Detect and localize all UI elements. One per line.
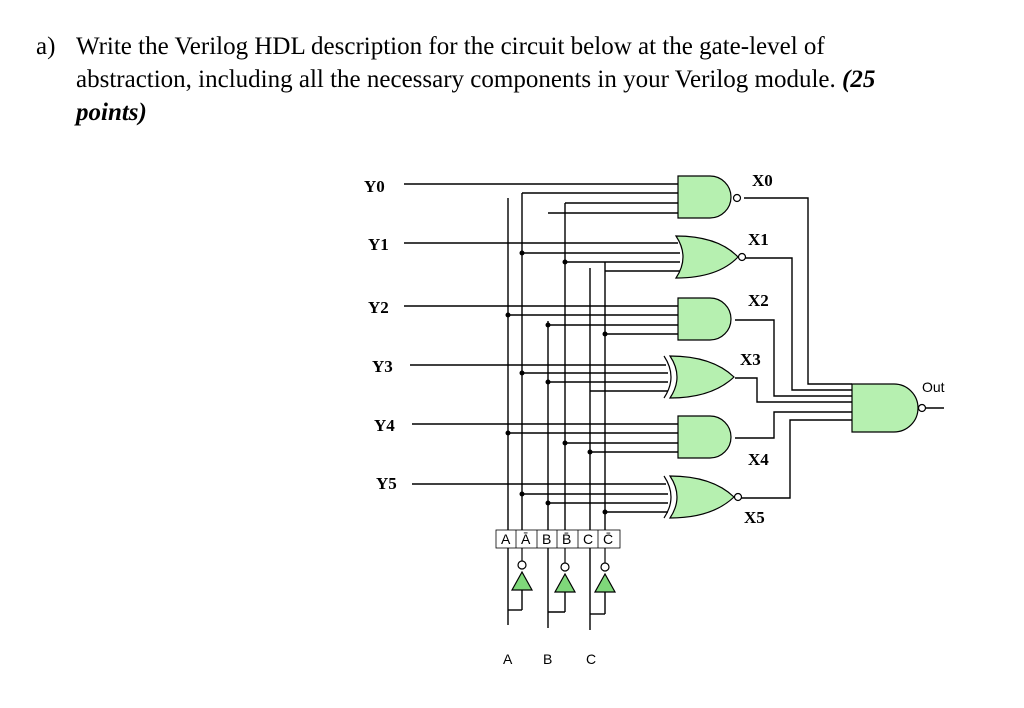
circuit-element [663, 355, 672, 519]
junction-dot [545, 500, 551, 506]
question-label: a) [36, 33, 56, 60]
inverter-c-bubble [600, 562, 610, 572]
junction-dot [505, 312, 511, 318]
xor-extra-curve-x3 [663, 355, 672, 399]
junction-dot [519, 370, 525, 376]
bus-label-b-bar: B̄ [562, 531, 571, 547]
gate-xnor-x5 [668, 475, 735, 519]
label-y2: Y2 [368, 298, 389, 317]
label-y5: Y5 [376, 474, 397, 493]
inversion-bubble-x0 [732, 193, 742, 203]
bus-label-c: C [583, 531, 593, 547]
gate-nand-x0 [677, 175, 732, 219]
xor-extra-curve-x5 [663, 475, 672, 519]
junction-dot [562, 259, 568, 265]
wire-x5 [735, 419, 852, 499]
bottom-label-a: A [503, 651, 513, 667]
gate-xor-x3 [668, 355, 735, 399]
wire-x4 [735, 411, 852, 439]
inverter-b [553, 572, 577, 593]
junction-dot [602, 509, 608, 515]
gate-nor-x1 [674, 235, 739, 279]
label-x5: X5 [744, 508, 765, 527]
bus-label-b: B [542, 531, 551, 547]
label-y0: Y0 [364, 177, 385, 196]
wire-x0 [744, 197, 852, 385]
junction-dot [587, 449, 593, 455]
inversion-bubble-x1 [737, 252, 747, 262]
inversion-bubble-x5 [733, 492, 743, 502]
question-body: Write the Verilog HDL description for th… [76, 30, 936, 129]
junction-dot [602, 331, 608, 337]
label-y4: Y4 [374, 416, 395, 435]
bottom-label-b: B [543, 651, 552, 667]
junction-dot [505, 430, 511, 436]
junction-dot [562, 440, 568, 446]
junction-dot [519, 250, 525, 256]
bus-label-c-bar: C̄ [603, 531, 613, 547]
label-y3: Y3 [372, 357, 393, 376]
gate-and-x4 [677, 415, 732, 459]
points-value: (25 points) [76, 66, 876, 126]
question-prompt: Write the Verilog HDL description for th… [76, 33, 836, 93]
junction-dot [545, 322, 551, 328]
inverter-c [593, 572, 617, 593]
circuit-element [668, 175, 919, 519]
gate-and-out [851, 383, 919, 433]
label-y1: Y1 [368, 235, 389, 254]
junction-dot [545, 379, 551, 385]
circuit-element: Out A Ā B B̄ C C̄ A B C [501, 379, 945, 667]
circuit-element [404, 183, 944, 630]
label-x1: X1 [748, 230, 769, 249]
circuit-element [505, 250, 608, 515]
bus-label-a-bar: Ā [521, 531, 531, 547]
label-x0: X0 [752, 171, 773, 190]
bus-label-a: A [501, 531, 511, 547]
circuit-element: Y0 Y1 Y2 Y3 Y4 Y5 X0 X1 X2 X3 X4 X5 [364, 171, 773, 527]
inverter-b-bubble [560, 562, 570, 572]
label-x3: X3 [740, 350, 761, 369]
question-text: a) Write the Verilog HDL description for… [36, 30, 936, 129]
wire-x2 [735, 319, 852, 397]
inverter-a-bubble [517, 560, 527, 570]
label-out: Out [922, 379, 945, 395]
label-x2: X2 [748, 291, 769, 310]
circuit-element [510, 560, 617, 593]
bus-label-box [495, 529, 621, 549]
label-x4: X4 [748, 450, 769, 469]
wire-x1 [744, 257, 852, 391]
circuit-element [732, 193, 927, 502]
bottom-label-c: C [586, 651, 596, 667]
wire-x3 [735, 377, 852, 403]
inversion-bubble-out [917, 403, 927, 413]
inverter-a [510, 570, 534, 591]
junction-dot [519, 491, 525, 497]
circuit-element [515, 530, 599, 548]
gate-and-x2 [677, 297, 732, 341]
